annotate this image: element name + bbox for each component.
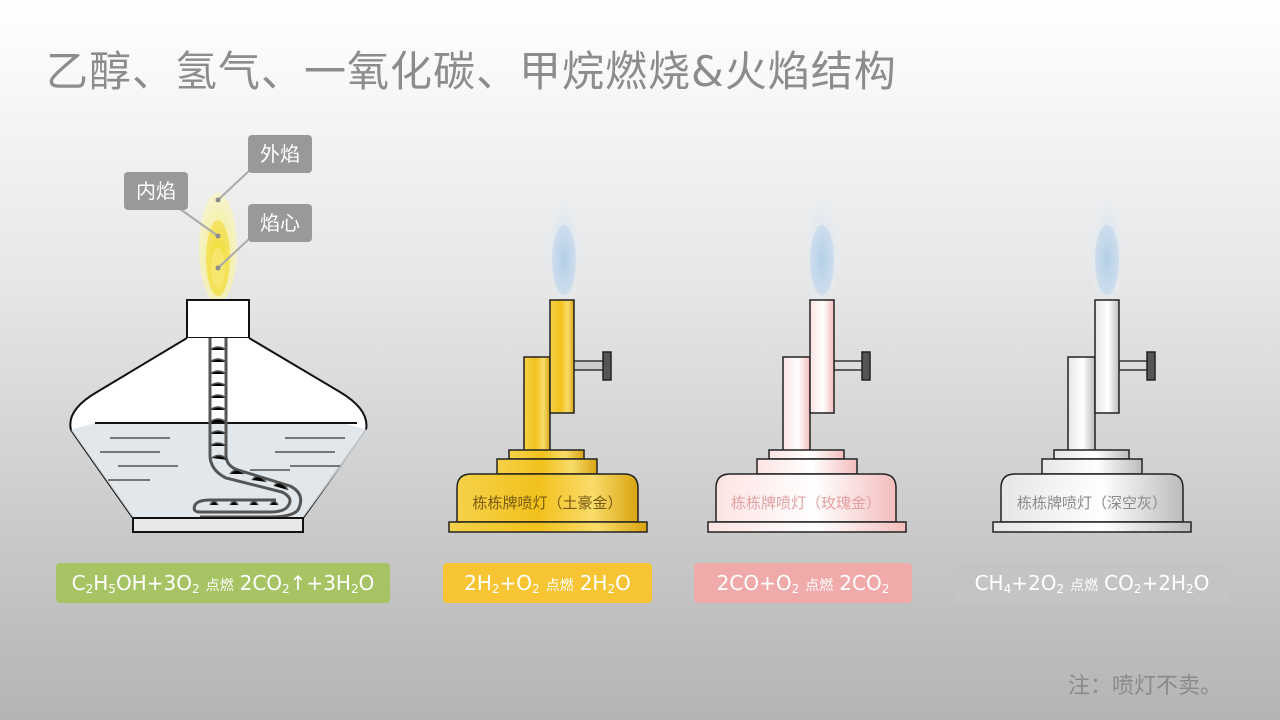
lamp-base: [132, 517, 304, 533]
alcohol-lamp: [69, 169, 368, 533]
flame-label-outer: 外焰: [248, 135, 312, 173]
lamp-label-gold: 栋栋牌喷灯（土豪金）: [472, 494, 623, 512]
blowtorch-rose: [707, 195, 907, 533]
flame-label-inner: 内焰: [124, 172, 188, 210]
page-title: 乙醇、氢气、一氧化碳、甲烷燃烧&火焰结构: [46, 47, 897, 96]
flame-label-core: 焰心: [248, 204, 312, 242]
lamp-cap: [186, 299, 250, 339]
footnote: 注：喷灯不卖。: [1067, 674, 1222, 699]
blowtorch-gray: [992, 195, 1192, 533]
lamp-label-gray: 栋栋牌喷灯（深空灰）: [1016, 494, 1167, 512]
lamp-label-rose: 栋栋牌喷灯（玫瑰金）: [730, 494, 881, 512]
blowtorch-gold: [448, 195, 648, 533]
